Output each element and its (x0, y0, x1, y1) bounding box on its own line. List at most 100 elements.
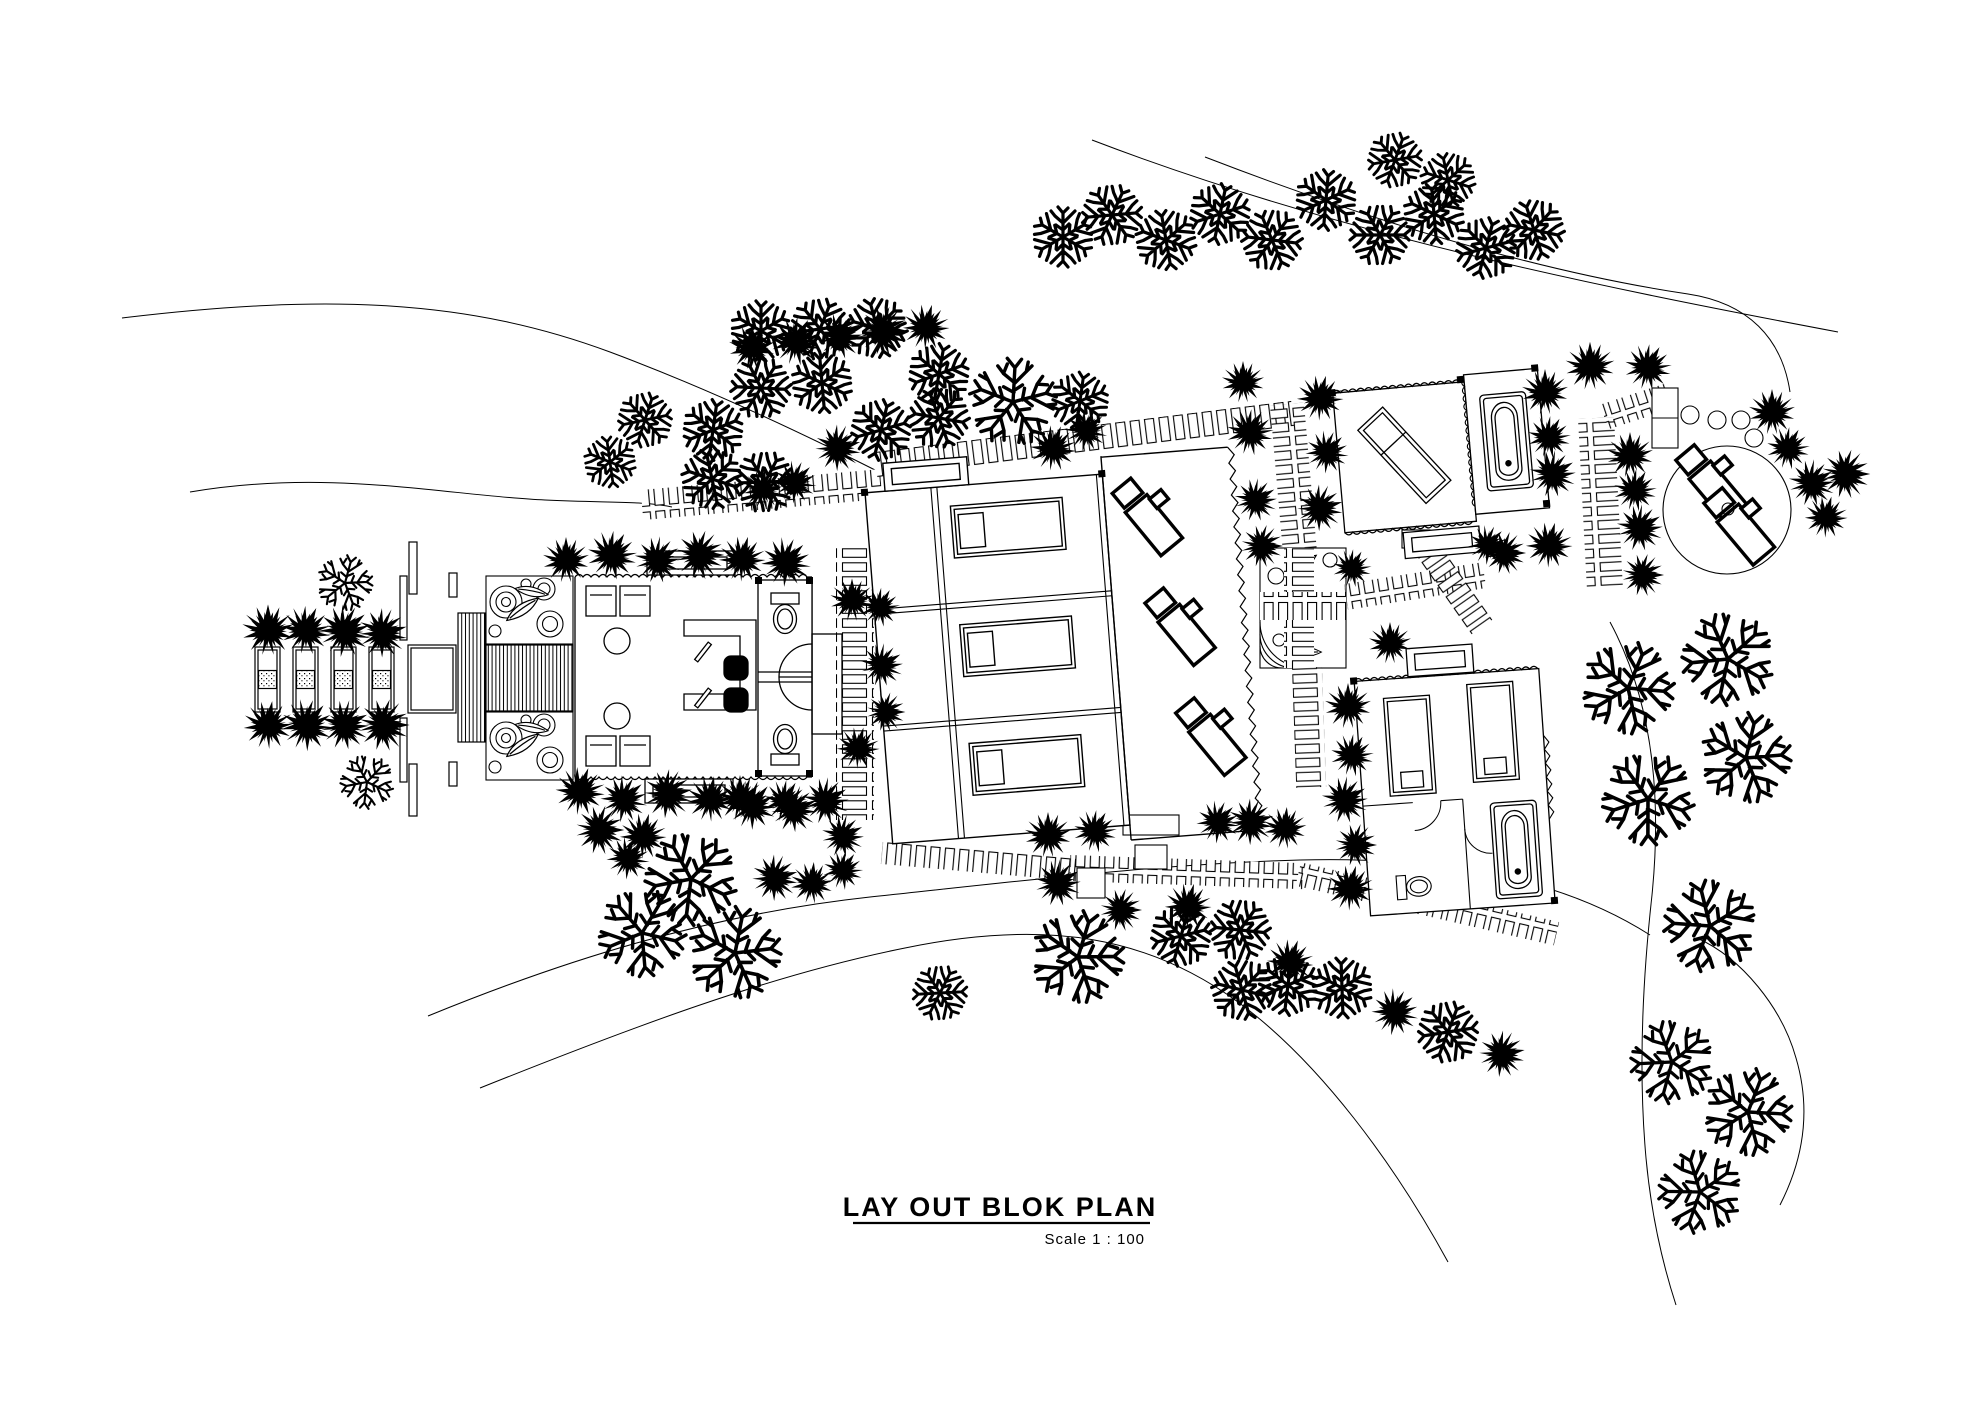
stepping-path-icon (1069, 855, 1306, 890)
lounge-chair (585, 735, 617, 767)
contour-line-icon (189, 481, 673, 508)
massage-bed-icon (1466, 680, 1521, 783)
round-table (603, 702, 631, 730)
side-table (1721, 502, 1735, 516)
palm-tree-icon (1363, 979, 1428, 1044)
planter-box (368, 646, 395, 713)
approach-slab (407, 644, 457, 714)
corner-markers (1349, 677, 1559, 905)
bathtub-icon (1489, 799, 1544, 900)
frangipani-tree-icon (902, 956, 978, 1030)
shade-tree-icon (1642, 860, 1776, 995)
villa-north-porch-inner (890, 462, 962, 486)
contour-line-icon (479, 933, 1449, 1263)
frangipani-tree-icon (902, 339, 975, 409)
terrace-wavy-edge (1461, 378, 1476, 507)
shade-tree-icon (1691, 705, 1802, 813)
stepping-path-icon (1270, 402, 1317, 551)
lounge-chair (619, 735, 651, 767)
frangipani-tree-icon (1359, 125, 1432, 195)
palm-tree-icon (579, 521, 646, 588)
hatched-court-path (485, 644, 574, 712)
desk-chair (723, 655, 749, 681)
sun-lounger-icon (1172, 685, 1259, 778)
stepping-slab (1122, 814, 1180, 836)
palm-tree-icon (898, 298, 955, 355)
corridor-walls (874, 474, 1125, 839)
planter-box (292, 646, 319, 713)
zen-garden-icon (486, 576, 573, 644)
shade-tree-icon (1659, 592, 1796, 729)
bathtub-icon (1478, 390, 1535, 492)
bed-icon (959, 615, 1077, 678)
stepping-path-icon (1578, 417, 1623, 589)
frangipani-tree-icon (1490, 186, 1578, 273)
spa-door-swing (1414, 800, 1493, 854)
palm-tree-icon (1521, 516, 1578, 573)
frangipani-tree-icon (1196, 887, 1283, 973)
shade-tree-icon (1690, 1056, 1807, 1171)
drawing-title: LAY OUT BLOK PLAN (843, 1192, 1158, 1222)
hatched-gate-path (457, 612, 486, 743)
deck-outline (1100, 446, 1255, 841)
desk-monitor (693, 687, 713, 709)
round-table (603, 627, 631, 655)
palm-tree-icon (1749, 389, 1795, 435)
villa-north-porch (882, 455, 970, 492)
contour-line-icon (1091, 139, 1839, 333)
spa-north-porch-inner (1413, 649, 1467, 671)
frangipani-tree-icon (1300, 945, 1385, 1031)
lounge-chair (585, 585, 617, 617)
stepping-stone (1680, 405, 1700, 425)
main-villa (860, 446, 1264, 845)
garden-bath-pavilion (1328, 364, 1551, 560)
desk-chair (723, 687, 749, 713)
palm-tree-icon (1476, 1027, 1529, 1081)
spa-zigzag-edge (1542, 735, 1555, 820)
bed-icon (949, 496, 1067, 559)
wc-mid-wall (758, 671, 812, 683)
frangipani-tree-icon (677, 396, 749, 464)
palm-tree-icon (1262, 805, 1308, 851)
bath-south-porch-inner (1410, 532, 1474, 553)
room-scalloped-edge (1332, 379, 1461, 394)
room-scalloped-edge (1344, 521, 1473, 536)
massage-bed-icon (1382, 694, 1437, 797)
bed-icon (968, 733, 1086, 796)
stepping-path-icon (1292, 666, 1327, 788)
deck-zigzag-edge (1227, 446, 1264, 831)
stepping-slab (1076, 867, 1106, 899)
frangipani-tree-icon (1070, 174, 1153, 255)
shade-tree-icon (310, 550, 380, 618)
lobby-pavilion (574, 550, 843, 804)
shade-tree-icon (1610, 1002, 1733, 1125)
sun-lounger-icon (1141, 576, 1228, 668)
spa-pavilion (1349, 643, 1559, 917)
stepping-stone (1707, 410, 1727, 430)
contour-line-icon (1696, 937, 1805, 1206)
palm-tree-icon (1622, 553, 1665, 597)
frangipani-tree-icon (1407, 993, 1488, 1072)
frangipani-tree-icon (1292, 167, 1361, 232)
corner-markers (860, 469, 1106, 497)
planter-box (254, 646, 281, 713)
lounge-chair (619, 585, 651, 617)
desk-monitor (693, 641, 713, 663)
circular-sun-deck (1651, 387, 1792, 575)
palm-tree-icon (765, 779, 824, 839)
south-porch-inner (652, 784, 726, 798)
contour-line-icon (1204, 156, 1791, 393)
title-block: LAY OUT BLOK PLAN Scale 1 : 100 (843, 1192, 1158, 1248)
palm-tree-icon (1221, 360, 1265, 403)
stepping-path-icon (880, 838, 1078, 881)
shade-tree-icon (1565, 628, 1690, 751)
toilet-icon (770, 592, 800, 635)
shade-tree-icon (327, 743, 406, 822)
gate-posts (399, 541, 458, 817)
planter-box (330, 646, 357, 713)
approach-slab-inner (410, 647, 454, 711)
palm-tree-icon (1227, 471, 1285, 529)
palm-tree-icon (1822, 449, 1871, 499)
